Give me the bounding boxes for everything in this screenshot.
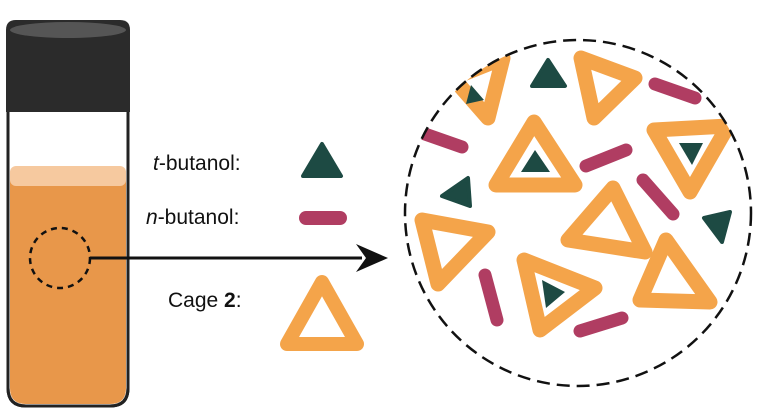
cage-prefix: Cage — [168, 289, 225, 312]
legend-label-n-butanol: n-butanol: — [146, 206, 239, 230]
liquid-meniscus — [10, 166, 126, 186]
cage-number: 2 — [224, 289, 236, 312]
t-butanol-legend-icon — [301, 142, 343, 178]
vial — [6, 20, 130, 408]
legend-label-cage: Cage 2: — [168, 289, 242, 313]
t-butanol-molecules — [440, 58, 732, 244]
vial-cap — [6, 20, 130, 112]
cage-legend-icon — [280, 275, 364, 351]
n-butanol-prefix: n — [146, 206, 158, 229]
vial-liquid — [10, 176, 126, 404]
cage-suffix: : — [235, 289, 242, 312]
legend-label-t-butanol: t-butanol: — [153, 152, 241, 176]
vial-cap-top — [10, 22, 126, 38]
t-butanol-prefix: t — [153, 152, 159, 175]
magnified-boundary — [403, 38, 753, 388]
n-butanol-molecules — [415, 77, 702, 338]
vial-outline — [6, 98, 130, 408]
t-butanol-suffix: -butanol: — [158, 152, 241, 175]
n-butanol-suffix: -butanol: — [157, 206, 240, 229]
zoom-arrow — [90, 244, 388, 272]
magnified-view — [414, 50, 736, 338]
